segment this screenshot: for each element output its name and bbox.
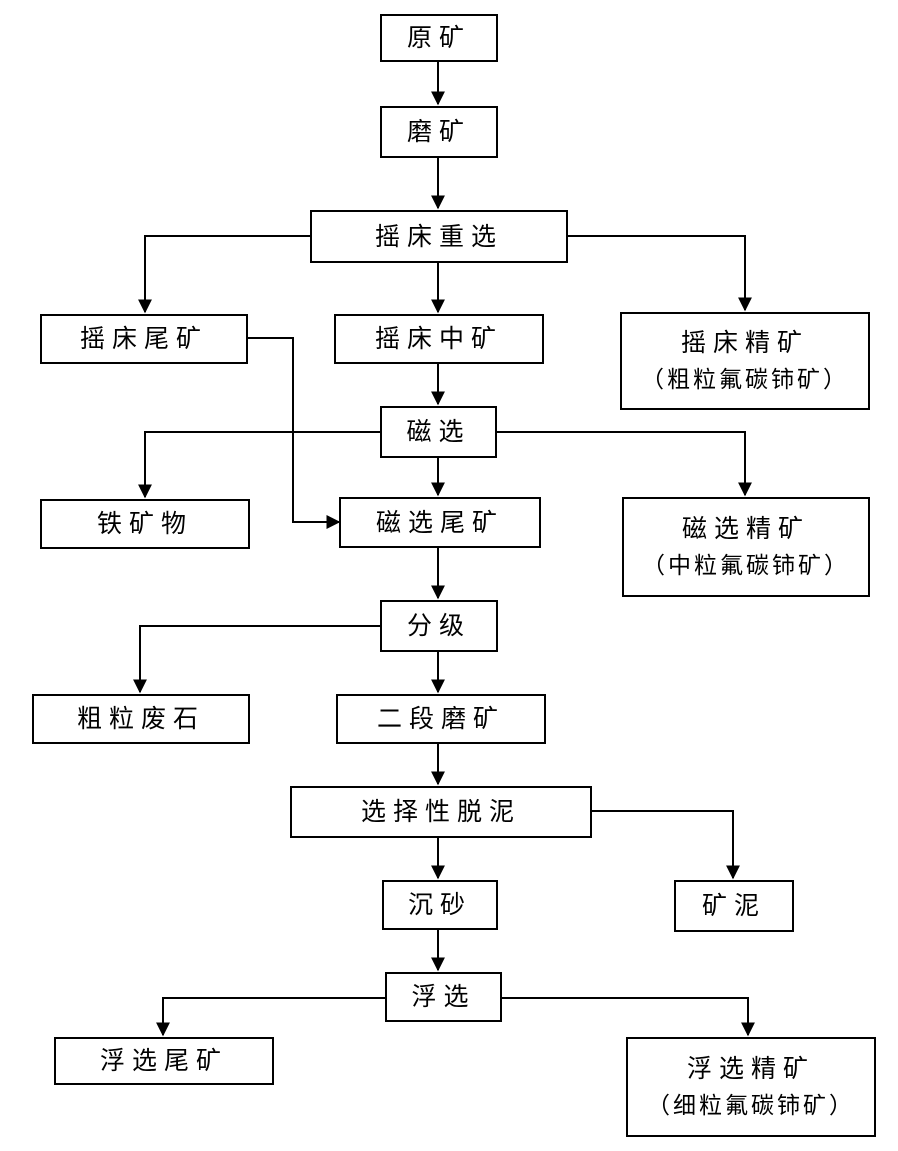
- arrow-table-tailings-to-magnetic-tailings: [248, 337, 341, 529]
- arrow-flotation-to-tailings: [156, 997, 385, 1037]
- node-second-grinding-label: 二段磨矿: [376, 704, 505, 734]
- node-magnetic-separation: 磁选: [380, 406, 497, 458]
- node-table-middlings-label: 摇床中矿: [374, 324, 503, 354]
- node-table-gravity-label: 摇床重选: [374, 221, 503, 251]
- node-raw-ore-label: 原矿: [406, 23, 471, 53]
- node-magnetic-concentrate-label: 磁选精矿: [681, 513, 810, 543]
- arrow-gravity-to-concentrate: [568, 235, 752, 312]
- arrow-flotation-to-concentrate: [502, 997, 755, 1037]
- node-table-gravity: 摇床重选: [310, 210, 568, 263]
- node-selective-desliming-label: 选择性脱泥: [360, 797, 521, 827]
- node-sand-label: 沉砂: [407, 890, 472, 920]
- node-flotation-concentrate: 浮选精矿 （细粒氟碳铈矿）: [626, 1037, 876, 1137]
- node-raw-ore: 原矿: [380, 14, 498, 62]
- node-coarse-waste: 粗粒废石: [32, 694, 250, 744]
- arrow-classification-to-waste: [133, 625, 380, 694]
- node-grinding: 磨矿: [380, 106, 498, 158]
- node-flotation: 浮选: [385, 972, 502, 1022]
- arrow-magnetic-to-concentrate: [497, 431, 752, 497]
- node-classification-label: 分级: [406, 611, 471, 641]
- node-sand: 沉砂: [382, 880, 498, 930]
- node-classification: 分级: [380, 600, 498, 652]
- node-magnetic-concentrate: 磁选精矿 （中粒氟碳铈矿）: [622, 497, 870, 597]
- node-table-concentrate-note: （粗粒氟碳铈矿）: [641, 367, 849, 394]
- node-table-concentrate-label: 摇床精矿: [680, 327, 809, 357]
- node-selective-desliming: 选择性脱泥: [290, 786, 592, 838]
- node-magnetic-tailings-label: 磁选尾矿: [375, 507, 504, 537]
- node-table-tailings-label: 摇床尾矿: [79, 324, 208, 354]
- node-coarse-waste-label: 粗粒废石: [76, 704, 205, 734]
- node-slime: 矿泥: [674, 880, 794, 932]
- node-flotation-tailings: 浮选尾矿: [54, 1037, 274, 1085]
- node-magnetic-separation-label: 磁选: [406, 417, 471, 447]
- node-flotation-concentrate-label: 浮选精矿: [686, 1053, 815, 1083]
- arrow-desliming-to-slime: [592, 810, 740, 880]
- arrow-gravity-to-tailings: [138, 235, 310, 314]
- node-flotation-concentrate-note: （细粒氟碳铈矿）: [647, 1093, 855, 1120]
- arrow-magnetic-to-iron: [138, 431, 380, 499]
- node-table-middlings: 摇床中矿: [334, 314, 544, 364]
- node-flotation-label: 浮选: [411, 982, 476, 1012]
- node-second-grinding: 二段磨矿: [336, 694, 546, 744]
- node-slime-label: 矿泥: [701, 891, 766, 921]
- node-table-concentrate: 摇床精矿 （粗粒氟碳铈矿）: [620, 312, 870, 410]
- node-table-tailings: 摇床尾矿: [40, 314, 248, 364]
- node-iron-mineral: 铁矿物: [40, 499, 250, 549]
- node-grinding-label: 磨矿: [406, 117, 471, 147]
- node-iron-mineral-label: 铁矿物: [96, 509, 193, 539]
- node-magnetic-tailings: 磁选尾矿: [339, 497, 541, 548]
- node-magnetic-concentrate-note: （中粒氟碳铈矿）: [642, 553, 850, 580]
- node-flotation-tailings-label: 浮选尾矿: [99, 1046, 228, 1076]
